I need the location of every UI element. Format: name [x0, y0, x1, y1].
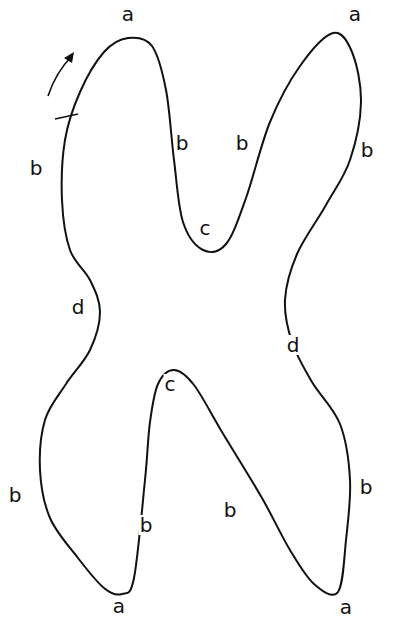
point-label: b	[360, 140, 375, 160]
point-label: b	[29, 158, 44, 178]
point-label: b	[235, 133, 250, 153]
point-label: b	[175, 133, 190, 153]
point-label: b	[223, 500, 238, 520]
point-label: c	[199, 218, 212, 238]
point-label: a	[348, 4, 362, 24]
point-label: a	[121, 4, 135, 24]
point-label: b	[359, 477, 374, 497]
closed-curve	[40, 33, 361, 595]
direction-arrow	[48, 56, 72, 96]
point-label: b	[8, 485, 23, 505]
point-label: c	[164, 374, 177, 394]
arrow-head	[64, 52, 74, 63]
point-label: d	[286, 335, 301, 355]
point-label: a	[339, 597, 353, 617]
point-label: b	[139, 515, 154, 535]
start-tick	[55, 114, 78, 119]
point-label: a	[112, 596, 126, 616]
point-label: d	[71, 297, 86, 317]
